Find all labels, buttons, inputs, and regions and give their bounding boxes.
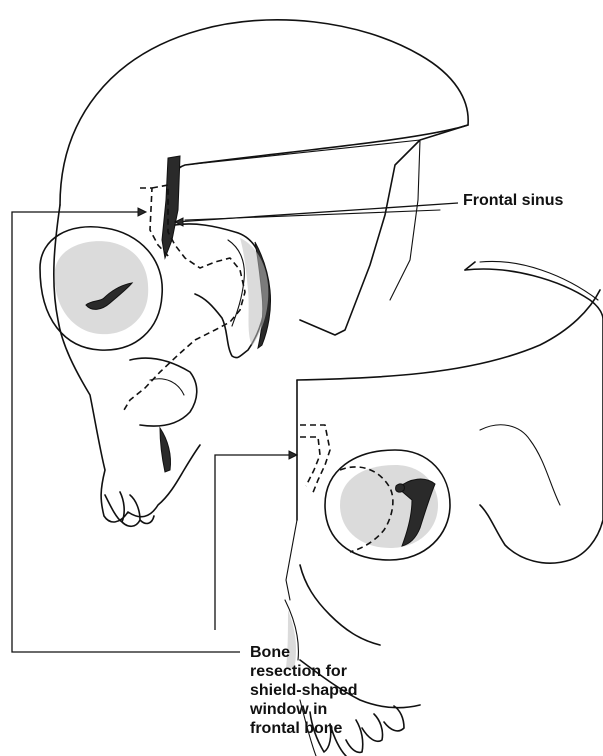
right-resection-outline: [300, 425, 330, 495]
left-skull-cut-plane: [300, 125, 468, 335]
frontal-bone-section: [162, 156, 180, 258]
frontal-sinus-label: Frontal sinus: [463, 192, 563, 211]
left-skull-cranial-vault: [60, 20, 468, 205]
right-zygoma: [300, 565, 380, 645]
bone-resection-arrowhead-right: [289, 451, 297, 459]
right-skull-outline: [480, 318, 603, 563]
bone-resection-label: Bone resection for shield-shaped window …: [250, 644, 390, 738]
bone-resection-label-line: resection for: [250, 663, 390, 682]
right-skull-cut-plane: [297, 290, 600, 380]
bone-resection-arrowhead-left: [138, 208, 146, 216]
bone-resection-label-line: window in: [250, 701, 390, 720]
bone-resection-label-line: Bone: [250, 644, 390, 663]
bone-resection-label-line: shield-shaped: [250, 682, 390, 701]
bone-resection-leader-right: [215, 455, 290, 630]
bone-resection-label-line: frontal bone: [250, 720, 390, 739]
